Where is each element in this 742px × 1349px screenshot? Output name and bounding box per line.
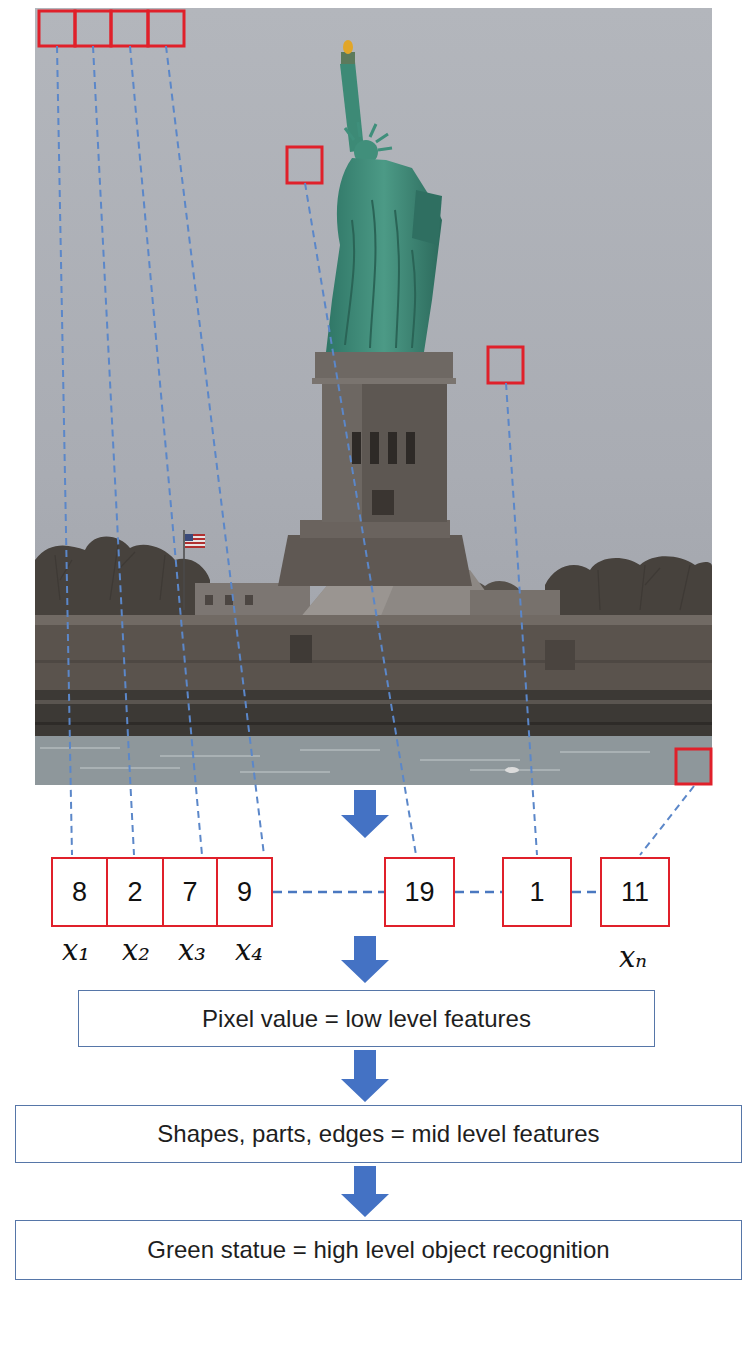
pixel-value-box: 19 — [384, 857, 455, 927]
pedestal — [278, 352, 472, 586]
pixel-value: 19 — [404, 877, 434, 908]
pixel-value: 7 — [182, 877, 197, 908]
flow-arrows — [341, 790, 389, 983]
leader-lines — [57, 46, 694, 855]
sample-squares — [39, 11, 711, 784]
statue — [326, 40, 442, 352]
feature-level-box: Green statue = high level object recogni… — [15, 1220, 742, 1280]
pixel-value-box: 8 — [51, 857, 108, 927]
dashed-sequence-link — [273, 891, 384, 894]
fort — [35, 570, 712, 738]
pixel-value: 11 — [621, 877, 649, 908]
feature-text: Green statue = high level object recogni… — [147, 1236, 609, 1264]
dashed-sequence-link — [455, 891, 502, 894]
pixel-value: 2 — [127, 877, 142, 908]
feature-text: Pixel value = low level features — [202, 1005, 531, 1033]
pixel-value-box: 1 — [502, 857, 572, 927]
variable-label: x₁ — [62, 933, 90, 967]
pixel-value: 8 — [72, 877, 87, 908]
variable-label: xₙ — [619, 940, 647, 974]
variable-label: x₄ — [235, 933, 263, 967]
pixel-value: 1 — [529, 877, 544, 908]
water — [35, 736, 712, 785]
variable-label: x₂ — [122, 933, 150, 967]
feature-level-box: Shapes, parts, edges = mid level feature… — [15, 1105, 742, 1163]
variable-label: x₃ — [178, 933, 206, 967]
feature-text: Shapes, parts, edges = mid level feature… — [157, 1120, 599, 1148]
pixel-value: 9 — [237, 877, 252, 908]
pixel-value-box: 7 — [162, 857, 218, 927]
pixel-value-box: 11 — [600, 857, 670, 927]
block-arrow — [341, 1050, 389, 1102]
pixel-value-box: 9 — [216, 857, 273, 927]
block-arrow — [341, 1166, 389, 1217]
feature-level-box: Pixel value = low level features — [78, 990, 655, 1047]
dashed-sequence-link — [572, 891, 600, 894]
pixel-value-box: 2 — [106, 857, 164, 927]
